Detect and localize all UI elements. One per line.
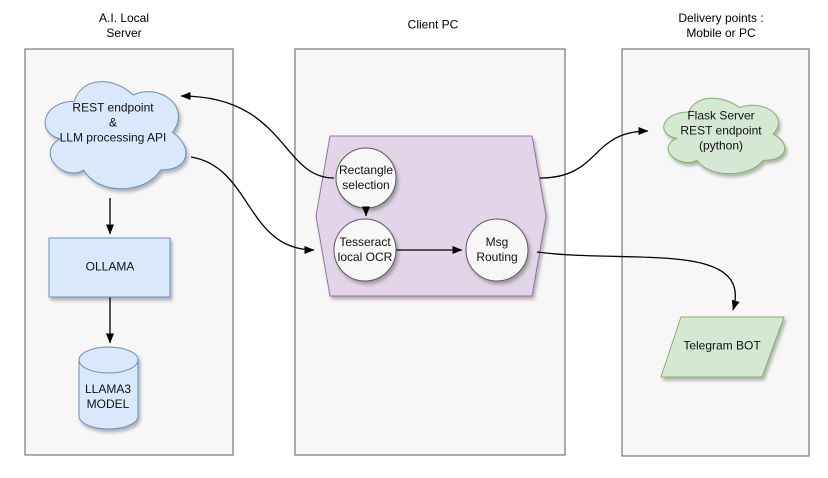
column-title-ai-local-server: A.I. Local Server (98, 11, 150, 40)
flask-cloud-label: Flask Server REST endpoint (python) (680, 108, 762, 153)
tesseract-ocr-label: Tesseract local OCR (337, 235, 393, 264)
edge-client-to-flask (539, 127, 649, 179)
msg-routing-label: Msg Routing (476, 235, 518, 264)
flask-cloud-shape (663, 97, 786, 175)
telegram-parallelogram-shape (660, 316, 785, 378)
telegram-bot-label: Telegram BOT (683, 338, 761, 353)
tesseract-ocr-circle (333, 218, 397, 282)
edge-msg-to-telegram (536, 251, 740, 311)
edge-client-to-llm-cloud (180, 92, 335, 179)
msg-routing-circle (465, 218, 529, 282)
ollama-box-shape (48, 237, 171, 298)
column-title-client-pc: Client PC (407, 17, 459, 32)
llama3-model-label: LLAMA3 MODEL (84, 382, 132, 411)
ollama-label: OLLAMA (85, 259, 135, 274)
llm-cloud-label: REST endpoint & LLM processing API (59, 100, 167, 145)
edge-llm-cloud-to-tesseract (190, 156, 315, 254)
rectangle-selection-label: Rectangle selection (338, 163, 394, 192)
llama3-cylinder-shape (78, 346, 139, 430)
column-title-delivery-points: Delivery points : Mobile or PC (678, 11, 764, 40)
llm-cloud-shape (44, 81, 187, 190)
